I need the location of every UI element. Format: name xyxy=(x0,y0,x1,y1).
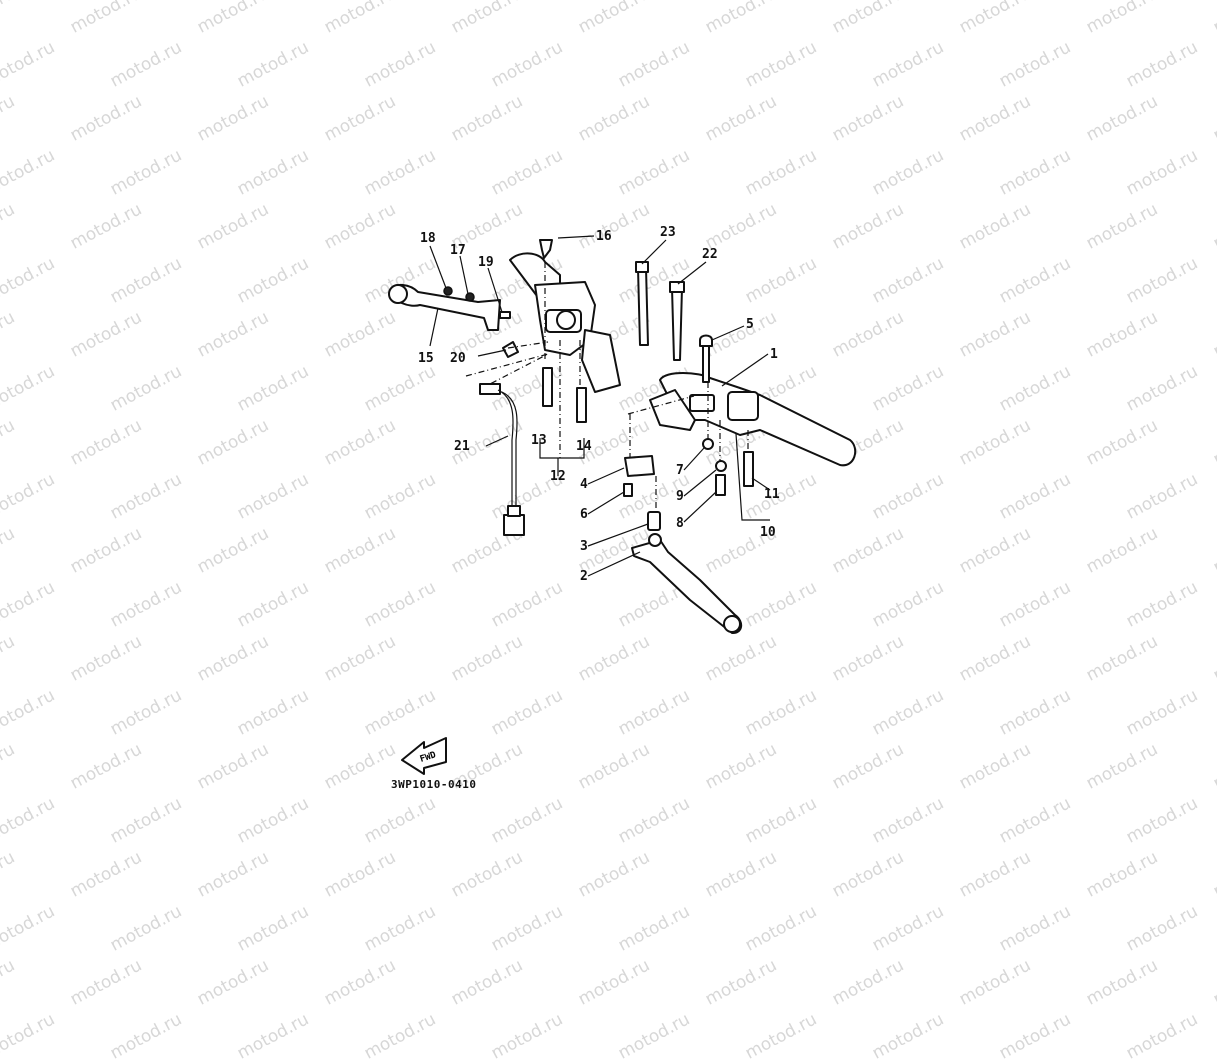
callout-12: 12 xyxy=(550,469,566,484)
watermark-text: motod.ru xyxy=(0,955,19,1010)
right-switch-housing xyxy=(649,372,857,467)
watermark-text: motod.ru xyxy=(234,1009,313,1064)
watermark-text: motod.ru xyxy=(742,1009,821,1064)
watermark-text: motod.ru xyxy=(107,1009,186,1064)
fwd-arrow-icon: FWD xyxy=(401,737,447,775)
watermark-text: motod.ru xyxy=(194,955,273,1010)
callout-11: 11 xyxy=(764,487,780,502)
watermark-text: motod.ru xyxy=(1123,1009,1202,1064)
watermark-text: motod.ru xyxy=(67,955,146,1010)
callout-8: 8 xyxy=(676,516,684,531)
watermark-text: motod.ru xyxy=(361,1009,440,1064)
watermark-text: motod.ru xyxy=(869,1009,948,1064)
callout-3: 3 xyxy=(580,539,588,554)
callout-19: 19 xyxy=(478,255,494,270)
watermark-text: motod.ru xyxy=(996,1009,1075,1064)
right-lever xyxy=(631,533,743,635)
watermark-text: motod.ru xyxy=(575,955,654,1010)
watermark-text: motod.ru xyxy=(702,955,781,1010)
left-lever xyxy=(388,284,501,331)
callout-15: 15 xyxy=(418,351,434,366)
diagram-code: 3WP1010-0410 xyxy=(391,778,477,791)
cable-ties xyxy=(635,261,685,361)
callout-16: 16 xyxy=(596,229,612,244)
parts-drawing: FWD xyxy=(388,225,857,775)
callout-7: 7 xyxy=(676,463,684,478)
watermark-text: motod.ru xyxy=(488,1009,567,1064)
callout-10: 10 xyxy=(760,525,776,540)
watermark-text: motod.ru xyxy=(615,1009,694,1064)
left-switch-housing xyxy=(509,252,621,393)
callout-22: 22 xyxy=(702,247,718,262)
watermark-text: motod.ru xyxy=(829,955,908,1010)
watermark-text: motod.ru xyxy=(0,1009,59,1064)
callout-20: 20 xyxy=(450,351,466,366)
callout-18: 18 xyxy=(420,231,436,246)
callout-9: 9 xyxy=(676,489,684,504)
callout-17: 17 xyxy=(450,243,466,258)
callout-2: 2 xyxy=(580,569,588,584)
fwd-label: FWD xyxy=(419,750,438,765)
watermark-text: motod.ru xyxy=(956,955,1035,1010)
callout-6: 6 xyxy=(580,507,588,522)
callout-1: 1 xyxy=(770,347,778,362)
callout-21: 21 xyxy=(454,439,470,454)
brake-switch-wire xyxy=(479,383,525,536)
callout-23: 23 xyxy=(660,225,676,240)
watermark-text: motod.ru xyxy=(321,955,400,1010)
small-parts xyxy=(443,239,754,531)
leader-lines xyxy=(429,235,771,577)
callout-5: 5 xyxy=(746,317,754,332)
callout-4: 4 xyxy=(580,477,588,492)
watermark-text: motod.ru xyxy=(448,955,527,1010)
watermark-text: motod.ru xyxy=(1083,955,1162,1010)
callout-13: 13 xyxy=(531,433,547,448)
callout-14: 14 xyxy=(576,439,592,454)
callout-labels: 1 2 3 4 5 6 7 8 9 10 11 12 13 14 15 16 1… xyxy=(418,225,780,584)
watermark-text: motod.ru xyxy=(1210,955,1217,1010)
alignment-lines xyxy=(465,262,749,512)
